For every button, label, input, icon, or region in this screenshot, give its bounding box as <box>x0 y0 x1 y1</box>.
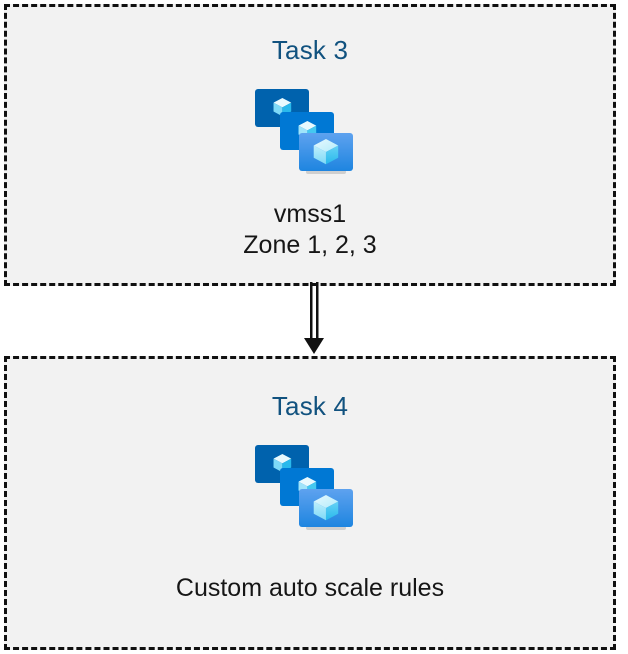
connector-arrow-task3-to-task4 <box>304 282 324 354</box>
task3-caption-line-2: Zone 1, 2, 3 <box>243 230 377 259</box>
task3-caption-line-1: vmss1 <box>273 200 347 228</box>
task-box-task3[interactable]: Task 3 <box>4 4 616 286</box>
vmss-icon <box>255 445 353 530</box>
task4-title: Task 4 <box>271 391 349 421</box>
task4-caption: Custom auto scale rules <box>176 573 444 604</box>
task4-caption-line-1: Custom auto scale rules <box>175 574 445 602</box>
task3-title: Task 3 <box>271 35 349 65</box>
task-box-task4[interactable]: Task 4 <box>4 356 616 650</box>
vmss-icon <box>255 89 353 174</box>
task3-caption: vmss1 Zone 1, 2, 3 <box>243 199 376 261</box>
